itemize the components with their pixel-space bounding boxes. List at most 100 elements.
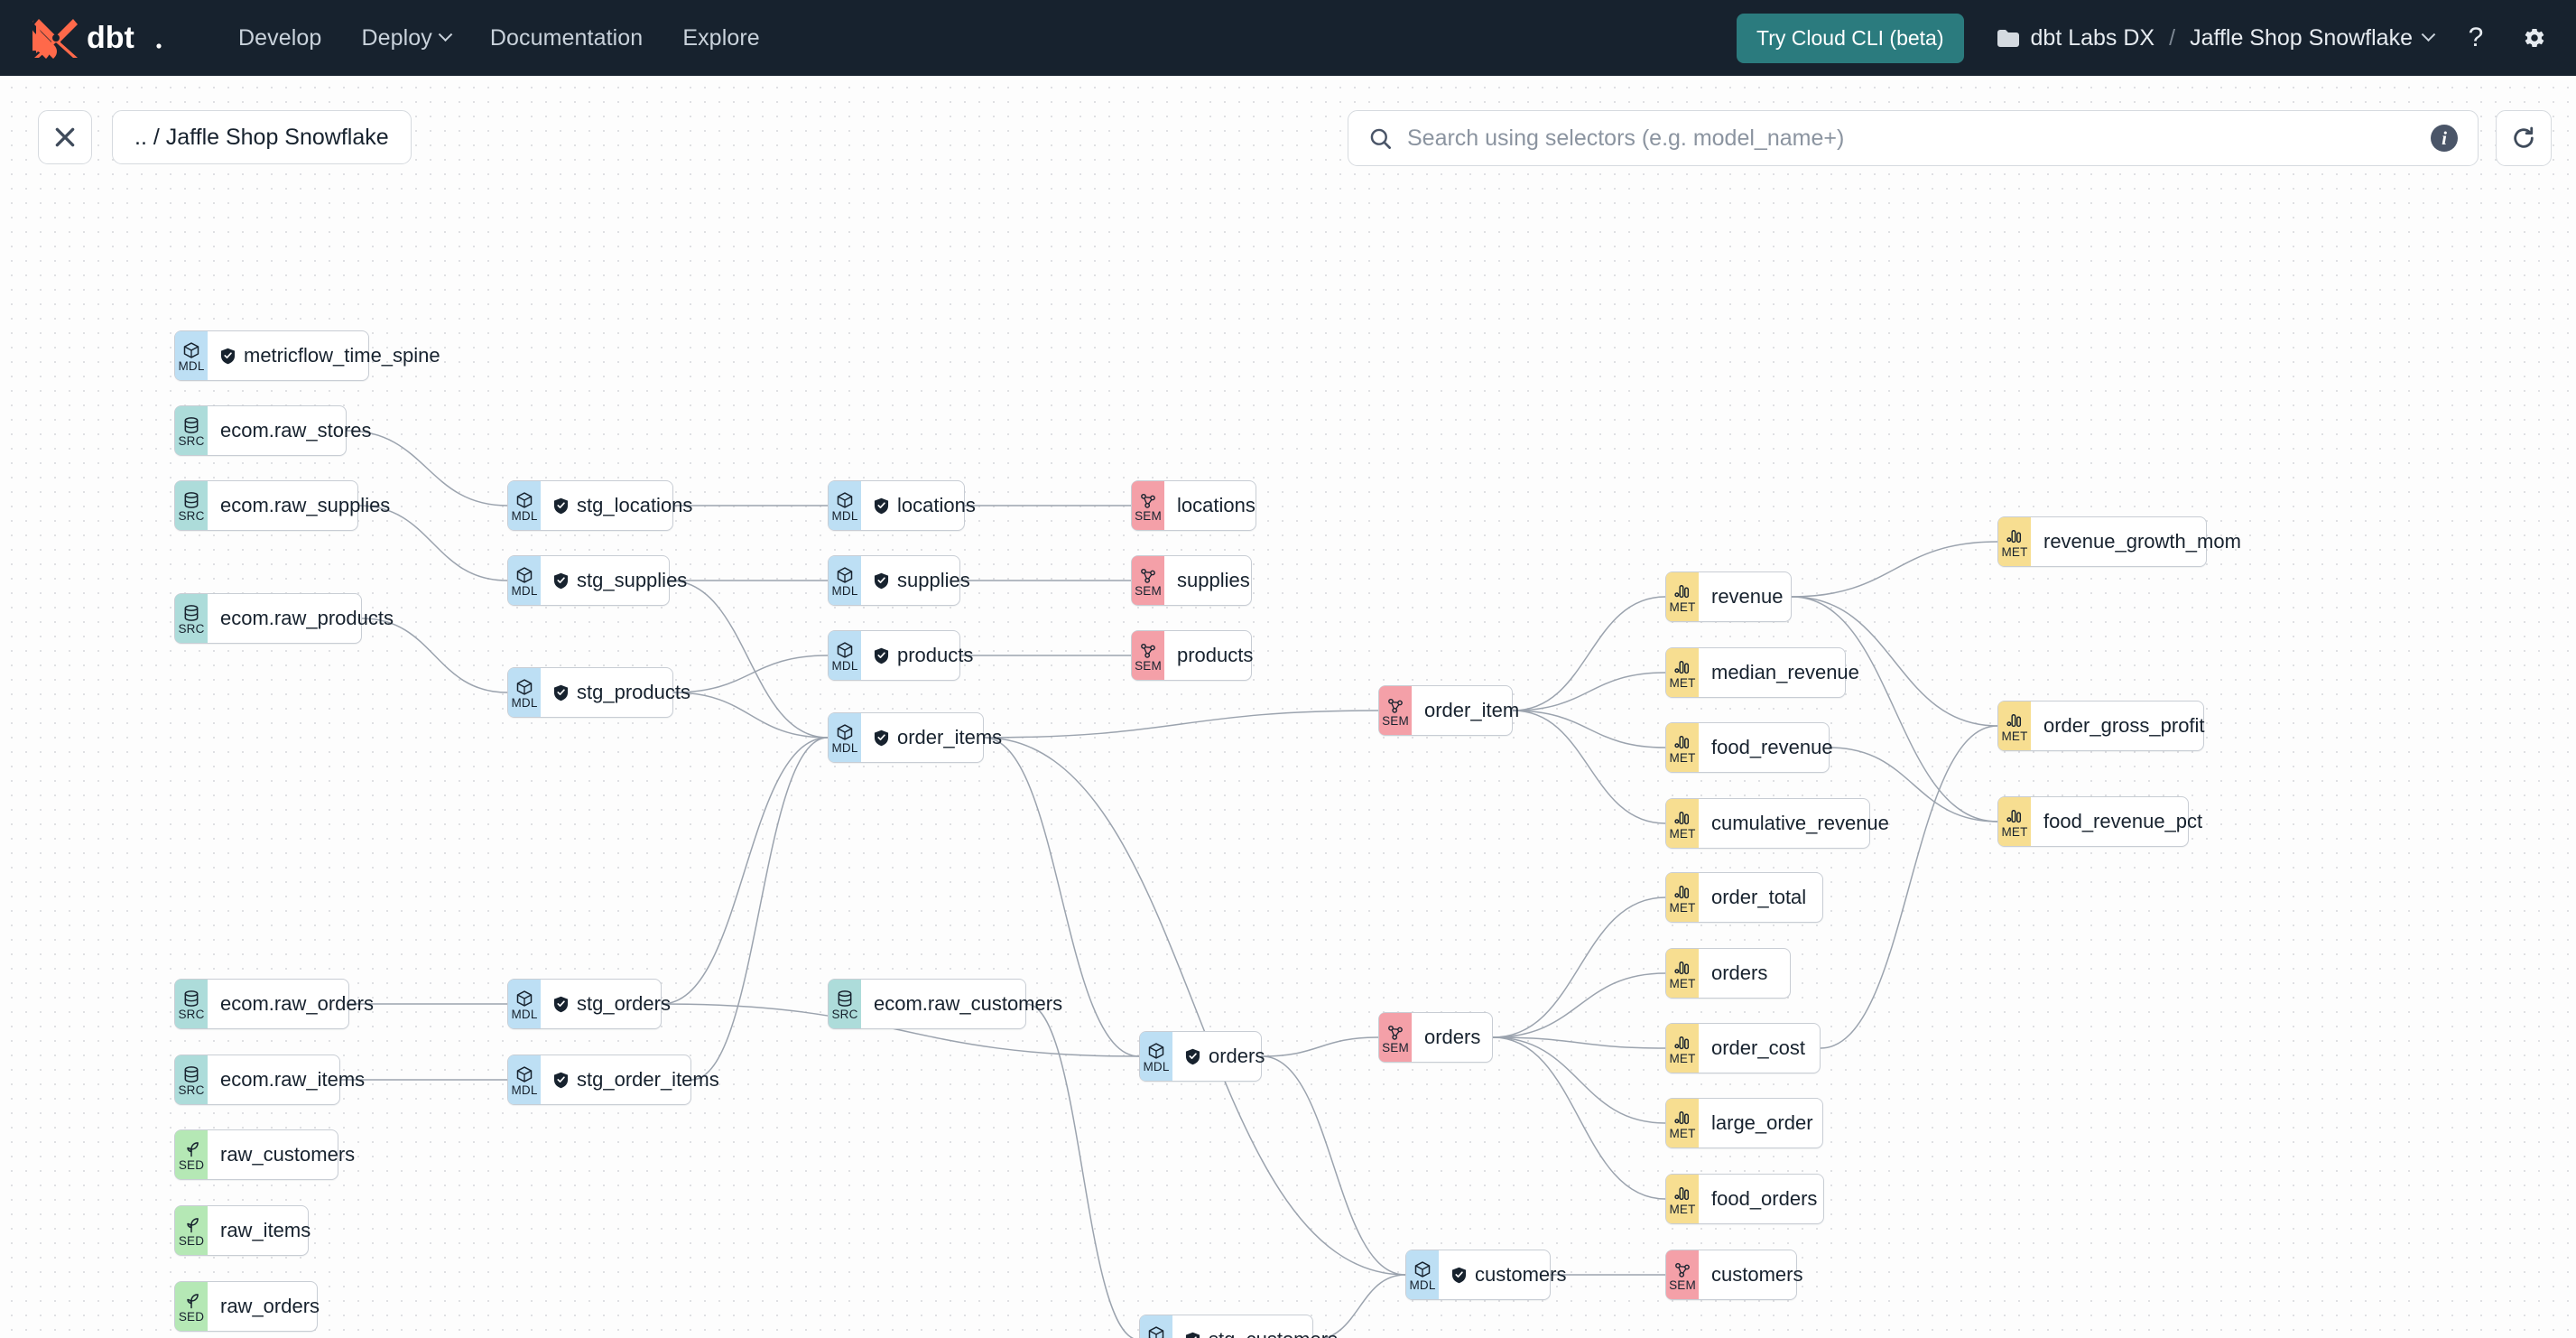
database-icon (184, 416, 199, 433)
top-navigation-bar: dbt Develop Deploy Documentation Explore… (0, 0, 2576, 76)
node-label: supplies (1177, 569, 1250, 591)
node-label: ecom.raw_products (220, 607, 394, 629)
node-body: products (861, 631, 987, 680)
nav-item-documentation[interactable]: Documentation (470, 16, 663, 60)
node-type-label: SRC (178, 433, 205, 448)
chevron-down-icon (2421, 26, 2436, 42)
lineage-breadcrumb-button[interactable]: .. / Jaffle Shop Snowflake (112, 110, 412, 164)
refresh-button[interactable] (2496, 110, 2552, 166)
node-type-badge-sem: SEM (1666, 1250, 1699, 1299)
bar-chart-icon (1674, 961, 1690, 974)
network-icon (1388, 698, 1403, 713)
bar-chart-icon (1674, 1186, 1690, 1200)
project-selector[interactable]: Jaffle Shop Snowflake (2190, 25, 2436, 51)
node-label: order_item (1424, 699, 1520, 721)
shield-check-icon (874, 729, 889, 746)
node-body: order_items (861, 713, 1016, 762)
node-label: order_total (1711, 886, 1807, 908)
node-type-badge-sed: SED (175, 1130, 208, 1179)
graph-node-met_order_total[interactable]: MET order_total (1665, 872, 1823, 923)
node-type-badge-met: MET (1666, 1175, 1699, 1223)
node-label: stg_customers (1209, 1328, 1338, 1338)
node-label: stg_order_items (577, 1068, 719, 1091)
node-label: revenue_growth_mom (2043, 530, 2241, 553)
nav-item-develop[interactable]: Develop (218, 16, 341, 60)
graph-node-met_revenue_growth_mom[interactable]: MET revenue_growth_mom (1997, 516, 2241, 567)
dbt-logo[interactable]: dbt (32, 16, 170, 60)
node-body: large_order (1699, 1099, 1828, 1148)
nav-item-explore[interactable]: Explore (663, 16, 779, 60)
node-type-badge-sem: SEM (1132, 481, 1164, 530)
close-button[interactable] (38, 110, 92, 164)
node-label: products (1177, 644, 1254, 666)
shield-check-icon (1451, 1267, 1467, 1283)
nav-item-deploy[interactable]: Deploy (341, 16, 469, 60)
node-type-label: MDL (1409, 1278, 1436, 1292)
breadcrumb-separator: / (2169, 24, 2176, 51)
graph-node-sem_customers[interactable]: SEM customers (1665, 1250, 1802, 1300)
dbt-mark-icon (32, 19, 78, 59)
node-label: food_revenue_pct (2043, 810, 2203, 832)
search-info-icon[interactable]: i (2431, 125, 2458, 152)
node-type-label: SRC (831, 1007, 858, 1021)
node-type-label: SRC (178, 1082, 205, 1097)
node-type-badge-met: MET (1666, 949, 1699, 998)
selector-search-bar[interactable]: i (1348, 110, 2479, 166)
node-type-label: MDL (511, 508, 538, 523)
nav-links: Develop Deploy Documentation Explore (218, 16, 780, 60)
node-type-badge-mdl: MDL (829, 556, 861, 605)
node-type-badge-met: MET (1998, 517, 2031, 566)
settings-button[interactable] (2518, 23, 2549, 53)
try-cloud-cli-button[interactable]: Try Cloud CLI (beta) (1737, 13, 1964, 63)
node-type-label: MET (1669, 1126, 1696, 1140)
node-body: raw_customers (208, 1130, 369, 1179)
node-label: raw_orders (220, 1295, 320, 1317)
node-type-label: MDL (1143, 1059, 1170, 1073)
node-body: ecom.raw_orders (208, 980, 388, 1028)
node-type-badge-sem: SEM (1379, 1013, 1412, 1062)
search-input[interactable] (1407, 125, 2416, 152)
node-label: customers (1711, 1263, 1803, 1286)
shield-check-icon (220, 348, 236, 364)
node-type-label: MET (1669, 900, 1696, 915)
help-button[interactable]: ? (2460, 23, 2491, 53)
